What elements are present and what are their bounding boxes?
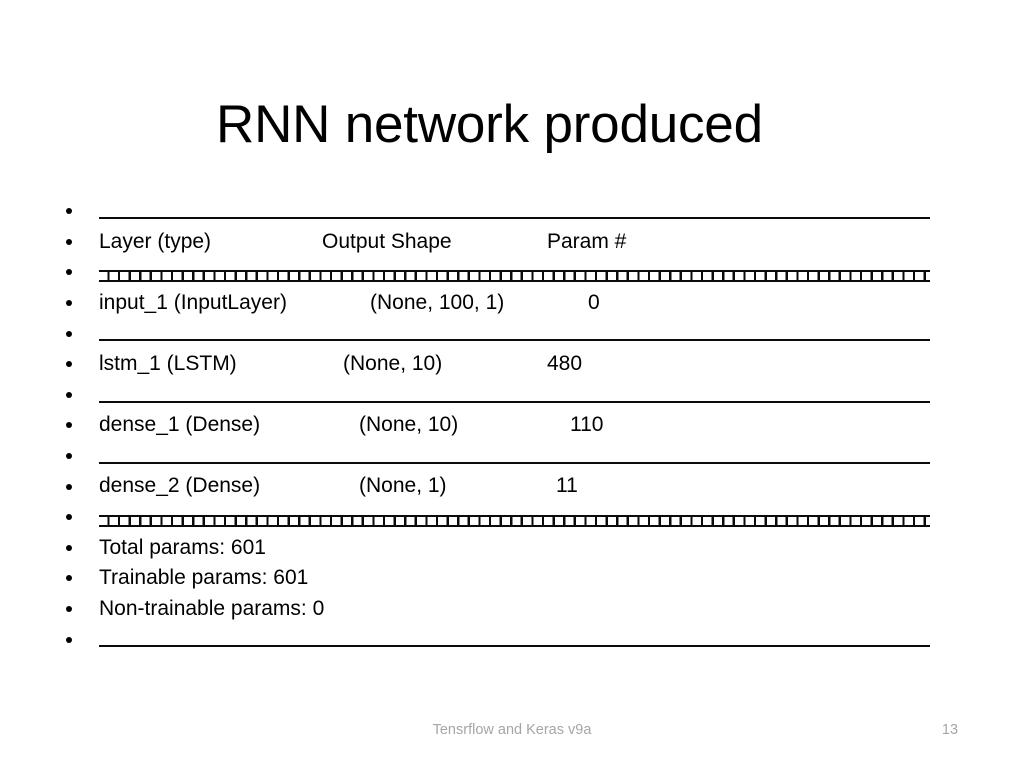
list-item: ________________________________________… xyxy=(55,196,985,227)
non-trainable-params-line: Non-trainable params: 0 xyxy=(99,594,985,625)
cell-layer: dense_2 (Dense) xyxy=(99,474,261,498)
hrule-equals xyxy=(99,514,930,527)
cell-output-shape: (None, 1) xyxy=(359,474,447,498)
separator-text: ________________________________________… xyxy=(99,196,100,197)
non-trainable-params-text: Non-trainable params: 0 xyxy=(99,596,325,620)
bullet-icon xyxy=(66,300,72,307)
bullet-icon xyxy=(66,575,72,582)
list-item: dense_2 (Dense) (None, 1) 11 xyxy=(55,471,985,502)
list-item: Layer (type) Output Shape Param # xyxy=(55,227,985,258)
separator-text: ========================================… xyxy=(99,257,100,258)
separator-line-underscore: ________________________________________… xyxy=(99,318,985,349)
model-summary-list: ________________________________________… xyxy=(55,196,985,655)
cell-param: 110 xyxy=(570,413,604,437)
footer-note: Tensrflow and Keras v9a xyxy=(432,722,592,738)
separator-text: ________________________________________… xyxy=(99,318,100,319)
bullet-icon xyxy=(66,453,72,460)
bullet-icon xyxy=(66,269,72,276)
list-item: Trainable params: 601 xyxy=(55,563,985,594)
cell-param: 0 xyxy=(588,290,600,314)
list-item: input_1 (InputLayer) (None, 100, 1) 0 xyxy=(55,288,985,319)
hrule-underscore xyxy=(99,645,930,648)
list-item: Total params: 601 xyxy=(55,533,985,564)
table-row: dense_1 (Dense) (None, 10) 110 xyxy=(99,410,985,441)
list-item: dense_1 (Dense) (None, 10) 110 xyxy=(55,410,985,441)
column-header-param: Param # xyxy=(547,229,627,253)
table-header-row: Layer (type) Output Shape Param # xyxy=(99,227,985,258)
bullet-icon xyxy=(66,330,72,337)
bullet-icon xyxy=(66,483,72,490)
separator-line-equals: ========================================… xyxy=(99,502,985,533)
separator-text: ________________________________________… xyxy=(99,441,100,442)
total-params-text: Total params: 601 xyxy=(99,535,266,559)
separator-line-underscore: ________________________________________… xyxy=(99,441,985,472)
cell-output-shape: (None, 100, 1) xyxy=(370,290,505,314)
table-row: input_1 (InputLayer) (None, 100, 1) 0 xyxy=(99,288,985,319)
cell-output-shape: (None, 10) xyxy=(343,351,443,375)
list-item: ========================================… xyxy=(55,257,985,288)
bullet-icon xyxy=(66,208,72,215)
separator-text: ========================================… xyxy=(99,502,100,503)
cell-output-shape: (None, 10) xyxy=(359,413,459,437)
cell-layer: lstm_1 (LSTM) xyxy=(99,351,237,375)
separator-line-underscore: ________________________________________… xyxy=(99,380,985,411)
list-item: lstm_1 (LSTM) (None, 10) 480 xyxy=(55,349,985,380)
trainable-params-line: Trainable params: 601 xyxy=(99,563,985,594)
list-item: Non-trainable params: 0 xyxy=(55,594,985,625)
cell-layer: input_1 (InputLayer) xyxy=(99,290,287,314)
hrule-underscore xyxy=(99,461,930,464)
bullet-icon xyxy=(66,544,72,551)
bullet-icon xyxy=(66,514,72,521)
hrule-underscore xyxy=(99,400,930,403)
trainable-params-text: Trainable params: 601 xyxy=(99,566,309,590)
list-item: ________________________________________… xyxy=(55,441,985,472)
hrule-underscore xyxy=(99,217,930,219)
column-header-layer: Layer (type) xyxy=(99,229,212,253)
bullet-icon xyxy=(66,391,72,398)
separator-line-underscore: ________________________________________… xyxy=(99,624,985,655)
cell-param: 480 xyxy=(547,351,583,375)
list-item: ________________________________________… xyxy=(55,380,985,411)
table-row: lstm_1 (LSTM) (None, 10) 480 xyxy=(99,349,985,380)
cell-param: 11 xyxy=(556,474,578,498)
list-item: ________________________________________… xyxy=(55,624,985,655)
separator-text: ________________________________________… xyxy=(99,380,100,381)
separator-line-equals: ========================================… xyxy=(99,257,985,288)
list-item: ========================================… xyxy=(55,502,985,533)
table-row: dense_2 (Dense) (None, 1) 11 xyxy=(99,471,985,502)
bullet-icon xyxy=(66,422,72,429)
separator-line-underscore: ________________________________________… xyxy=(99,196,985,227)
bullet-icon xyxy=(66,636,72,643)
total-params-line: Total params: 601 xyxy=(99,533,985,564)
bullet-icon xyxy=(66,606,72,613)
separator-text: ________________________________________… xyxy=(99,624,100,625)
bullet-icon xyxy=(66,238,72,245)
hrule-equals xyxy=(99,270,930,283)
bullet-icon xyxy=(66,361,72,368)
list-item: ________________________________________… xyxy=(55,318,985,349)
column-header-output-shape: Output Shape xyxy=(322,229,452,253)
hrule-underscore xyxy=(99,339,930,342)
cell-layer: dense_1 (Dense) xyxy=(99,413,261,437)
page-title: RNN network produced xyxy=(216,94,763,154)
slide-page-number: 13 xyxy=(941,722,959,738)
